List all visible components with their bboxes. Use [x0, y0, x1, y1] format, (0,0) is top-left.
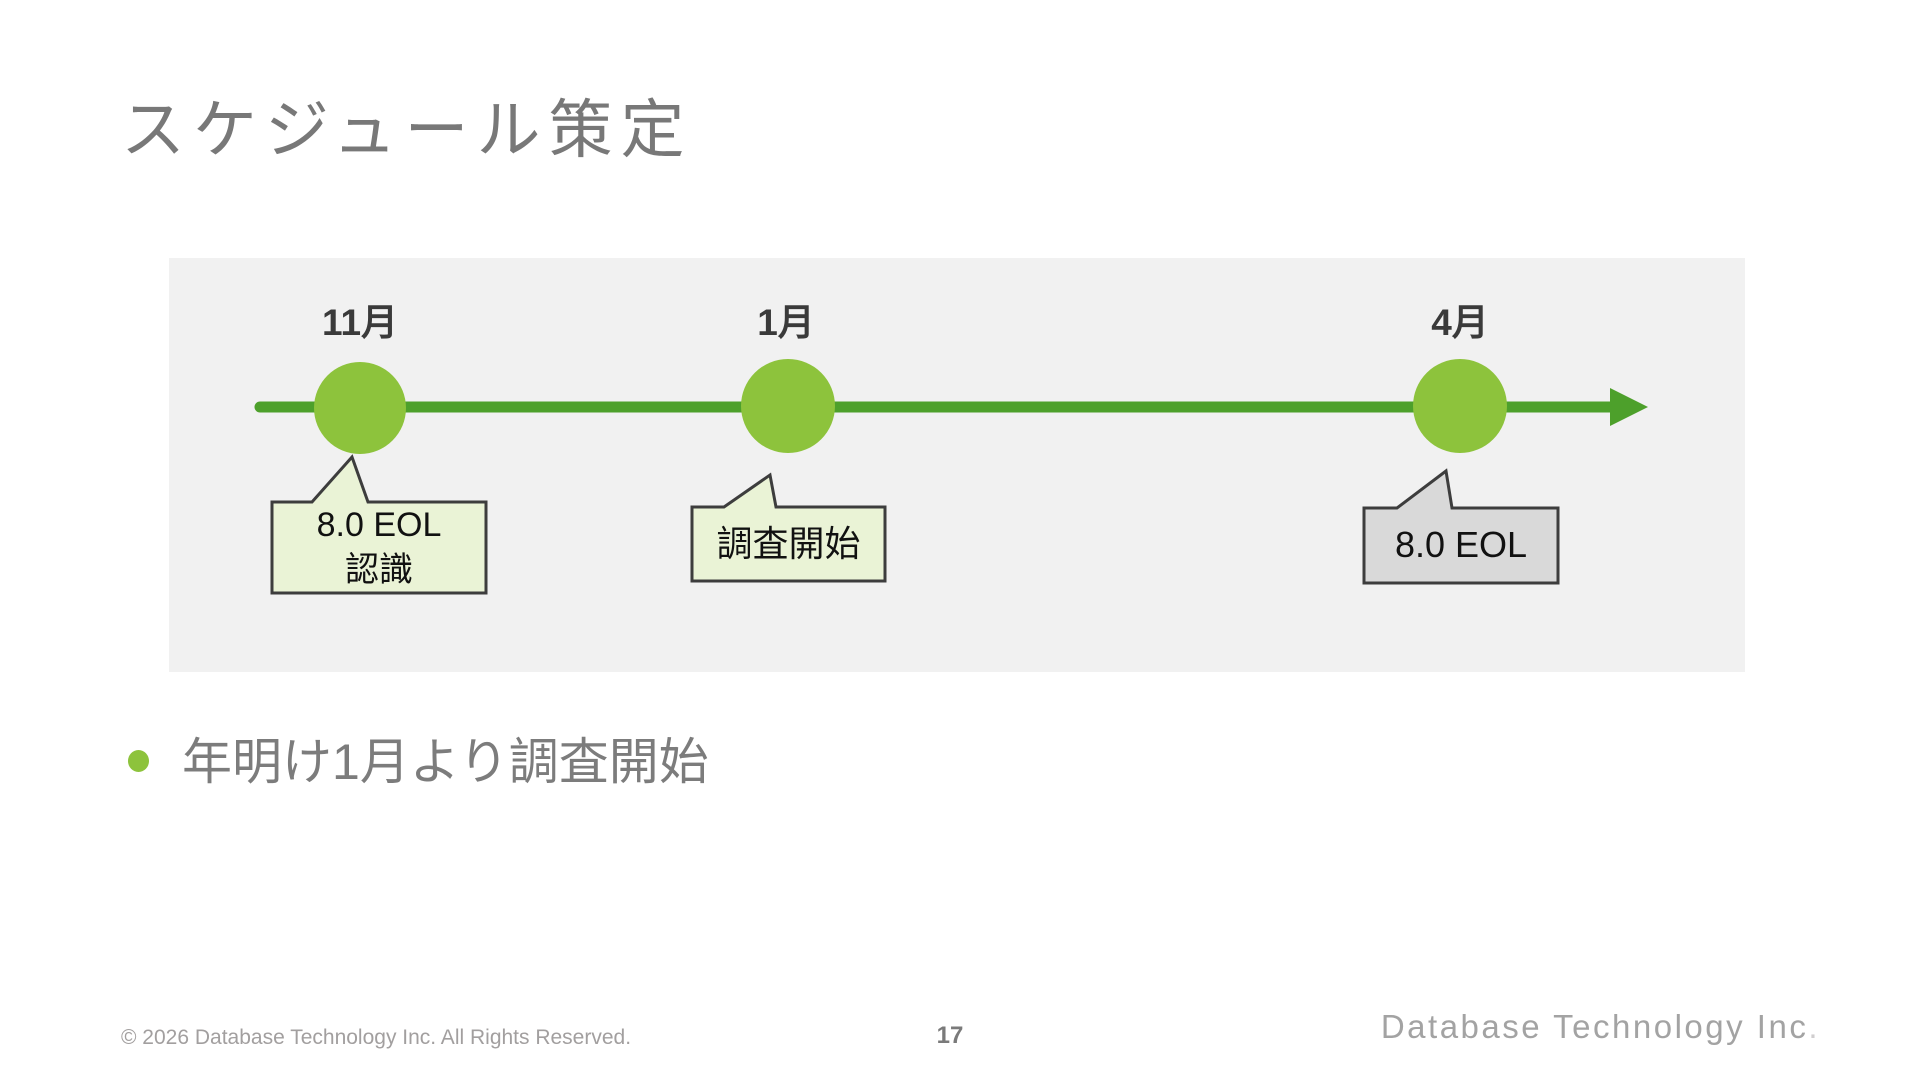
callout-line: 認識 — [345, 550, 413, 589]
callout-line: 調査開始 — [716, 522, 861, 564]
page-number: 17 — [936, 1022, 964, 1049]
callout-bubble-eol-recognized — [270, 454, 488, 595]
milestone-circle-april — [1413, 359, 1507, 453]
footer-copyright: © 2026 Database Technology Inc. All Righ… — [121, 1026, 632, 1049]
callout-bubble-eol — [1362, 468, 1560, 585]
company-logo: Database Technology Inc. — [1381, 1008, 1820, 1046]
callout-text-survey-start: 調査開始 — [692, 507, 885, 581]
company-logo-dot: . — [1808, 1008, 1820, 1045]
timeline-panel — [169, 258, 1745, 672]
company-logo-text: Database Technology Inc — [1380, 1008, 1809, 1045]
callout-bubble-survey-start — [690, 472, 887, 583]
bullet-dot-icon — [128, 750, 149, 772]
month-label-january: 1月 — [757, 302, 815, 343]
callout-text-eol: 8.0 EOL — [1364, 508, 1558, 583]
milestone-circle-november — [314, 362, 406, 454]
callout-text-eol-recognized: 8.0 EOL 認識 — [272, 502, 486, 593]
milestone-circle-january — [741, 359, 835, 453]
callout-line: 8.0 EOL — [316, 506, 442, 545]
month-label-november: 11月 — [321, 302, 399, 343]
month-label-april: 4月 — [1431, 302, 1489, 343]
timeline-arrowhead-icon — [1610, 388, 1648, 426]
slide-title: スケジュール策定 — [121, 94, 693, 166]
bullet-text: 年明け1月より調査開始 — [182, 734, 709, 790]
callout-line: 8.0 EOL — [1394, 524, 1528, 566]
